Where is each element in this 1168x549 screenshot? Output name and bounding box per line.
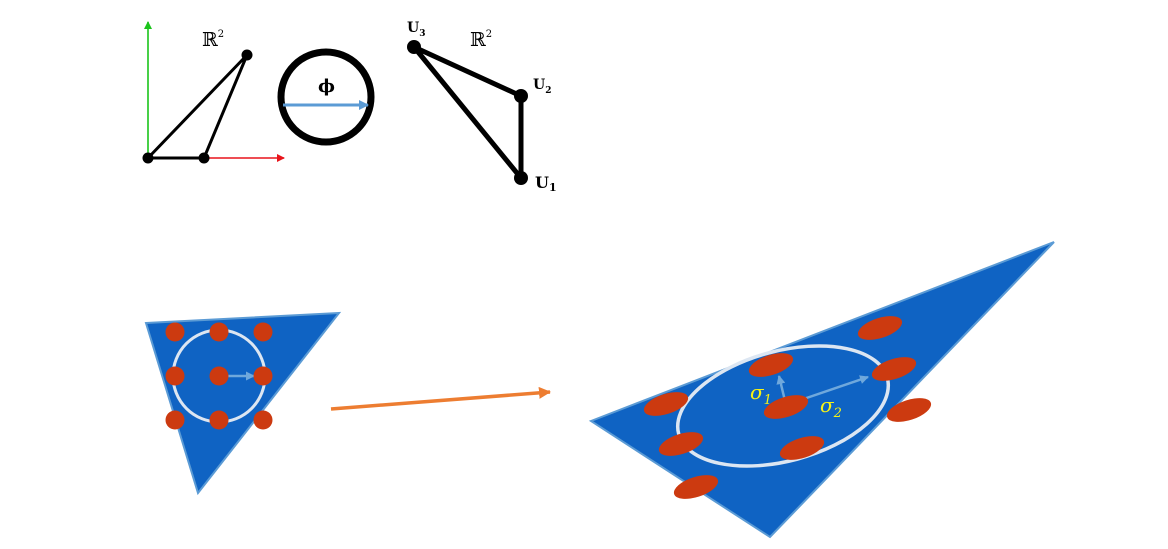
sample-point [253, 322, 273, 342]
sample-point [253, 410, 273, 430]
reference-vertex [142, 152, 154, 164]
sample-point [165, 410, 185, 430]
reference-triangle [146, 53, 249, 160]
vertex-u3-label: U3 [407, 20, 425, 39]
sample-point [658, 432, 704, 456]
vertex-u3 [407, 40, 421, 54]
mapping-arrow [330, 386, 551, 411]
sample-point [209, 410, 229, 430]
space-label-left: ℝ2 [202, 29, 224, 51]
source-sample-triangle [144, 311, 342, 496]
sample-point [673, 475, 719, 499]
reference-vertex [198, 152, 210, 164]
source-sample-points [165, 322, 273, 430]
reference-vertex [241, 49, 253, 61]
sample-point [209, 366, 229, 386]
target-sample-points [643, 316, 932, 499]
sample-point [886, 398, 932, 422]
space-label-right: ℝ2 [470, 29, 492, 51]
sample-point [779, 436, 825, 460]
vertex-u2 [514, 89, 528, 103]
phi-label: ϕ [318, 76, 335, 97]
vertex-u2-label: U2 [533, 77, 551, 96]
phi-map: ϕ [277, 48, 375, 146]
source-triangle [144, 311, 342, 496]
sample-point [748, 353, 794, 377]
target-sample-triangle: σ1 σ2 [588, 241, 1055, 539]
vertex-u1-label: U1 [535, 173, 557, 194]
sample-point [871, 357, 917, 381]
sample-point [165, 322, 185, 342]
sample-point [253, 366, 273, 386]
target-triangle [588, 241, 1055, 539]
mapped-frame: U3 U2 U1 ℝ2 [407, 20, 557, 194]
sample-point [763, 395, 809, 419]
mapped-triangle [411, 44, 524, 181]
reference-frame: ℝ2 [142, 21, 285, 164]
sample-point [857, 316, 903, 340]
sample-point [165, 366, 185, 386]
sigma1-label: σ1 [750, 380, 772, 408]
sample-point [643, 392, 689, 416]
sigma2-label: σ2 [820, 393, 842, 421]
phi-circle [277, 48, 375, 146]
sample-point [209, 322, 229, 342]
vertex-u1 [514, 171, 528, 185]
